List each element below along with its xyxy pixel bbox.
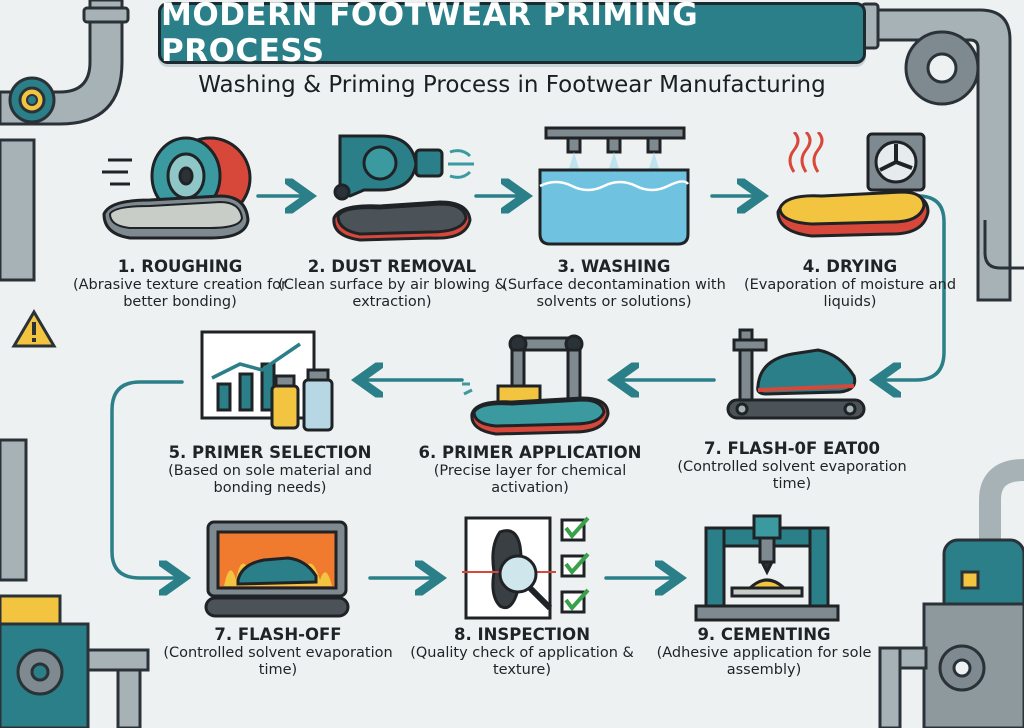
shoe-conveyor-icon [726, 328, 866, 420]
title-banner: MODERN FOOTWEAR PRIMING PROCESS [158, 0, 866, 69]
step-5-desc: (Based on sole material and bonding need… [168, 463, 372, 496]
step-3-desc: (Surface decontamination with solvents o… [502, 277, 726, 310]
magnifier-checklist-icon [462, 516, 590, 620]
page-subtitle: Washing & Priming Process in Footwear Ma… [198, 72, 826, 98]
arrow-5-7 [110, 380, 182, 578]
step-1-title: 1. ROUGHING [117, 257, 243, 276]
machine-bottom-left [0, 438, 150, 728]
step-cementing: 9. CEMENTING (Adhesive application for s… [644, 510, 884, 690]
step-7-top-title: 7. FLASH-0F EAT00 [703, 439, 881, 458]
step-flash-top: 7. FLASH-0F EAT00 (Controlled solvent ev… [672, 324, 912, 504]
step-3-title: 3. WASHING [557, 257, 671, 276]
page-title: MODERN FOOTWEAR PRIMING PROCESS [161, 0, 699, 69]
step-8-desc: (Quality check of application & texture) [410, 645, 634, 678]
step-9-desc: (Adhesive application for sole assembly) [656, 645, 872, 678]
gear-icon-top-right [904, 30, 980, 106]
step-5-title: 5. PRIMER SELECTION [168, 443, 372, 462]
step-2-title: 2. DUST REMOVAL [307, 257, 477, 276]
step-inspection: 8. INSPECTION (Quality check of applicat… [402, 514, 642, 690]
step-6-desc: (Precise layer for chemical activation) [433, 463, 627, 496]
step-7-title: 7. FLASH-OFF [214, 625, 342, 644]
machine-bottom-right [878, 459, 1024, 728]
step-primer-application: 6. PRIMER APPLICATION (Precise layer for… [410, 328, 650, 504]
step-roughing: 1. ROUGHING (Abrasive texture creation f… [60, 130, 300, 320]
step-1-desc: (Abrasive texture creation for better bo… [72, 277, 288, 310]
step-2-desc: (Clean surface by air blowing & extracti… [278, 277, 506, 310]
drying-fan-icon [776, 132, 930, 238]
robot-brush-icon [462, 334, 610, 436]
gear-icon-top-left [8, 76, 56, 124]
step-9-title: 9. CEMENTING [697, 625, 831, 644]
chart-bottles-icon [200, 330, 334, 432]
oven-conveyor-icon [204, 520, 350, 618]
washing-tank-icon [538, 126, 690, 246]
step-drying: 4. DRYING (Evaporation of moisture and l… [730, 126, 970, 320]
step-dust-removal: 2. DUST REMOVAL (Clean surface by air bl… [272, 130, 512, 320]
step-7-top-desc: (Controlled solvent evaporation time) [677, 459, 907, 492]
step-4-title: 4. DRYING [802, 257, 898, 276]
step-4-desc: (Evaporation of moisture and liquids) [743, 277, 957, 310]
step-7-desc: (Controlled solvent evaporation time) [163, 645, 393, 678]
step-primer-selection: 5. PRIMER SELECTION (Based on sole mater… [150, 328, 390, 504]
step-flash-off: 7. FLASH-OFF (Controlled solvent evapora… [158, 514, 398, 690]
step-washing: 3. WASHING (Surface decontamination with… [494, 126, 734, 320]
roughing-wheel-icon [102, 136, 252, 240]
step-6-title: 6. PRIMER APPLICATION [418, 443, 642, 462]
warning-icon [11, 309, 57, 348]
air-blower-icon [332, 134, 474, 242]
cementing-press-icon [694, 514, 840, 622]
arrow-4-7top [880, 194, 946, 380]
step-8-title: 8. INSPECTION [453, 625, 591, 644]
